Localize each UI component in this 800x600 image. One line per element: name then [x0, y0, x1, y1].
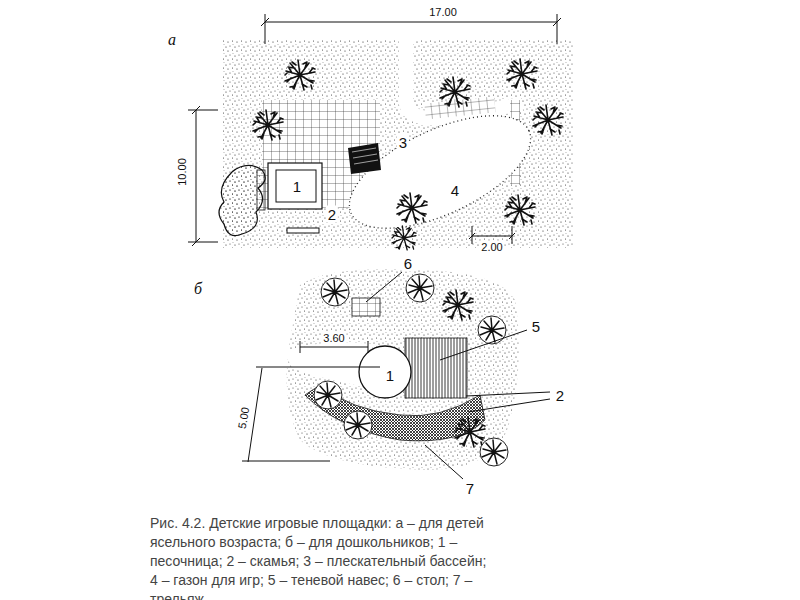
plan-stroke — [466, 392, 550, 412]
callout-number: 7 — [464, 480, 476, 497]
plan-stroke — [285, 60, 315, 90]
bench — [287, 228, 319, 233]
plan-stroke — [352, 148, 378, 164]
plan-stroke — [314, 381, 342, 409]
figure-caption: Рис. 4.2. Детские игровые площадки: а – … — [150, 514, 495, 600]
callout-number: 2 — [326, 206, 338, 223]
dimension-text: 3.60 — [321, 332, 346, 345]
plan-letter: б — [192, 280, 204, 298]
plan-stroke — [253, 110, 283, 140]
plan-b — [242, 269, 550, 479]
dimension-text: 5.00 — [235, 404, 252, 431]
paddling-pool — [348, 143, 381, 174]
plan-stroke — [188, 106, 218, 246]
shade-canopy — [405, 338, 467, 398]
plan-stroke — [507, 59, 537, 89]
plan-stroke — [276, 170, 316, 202]
plan-stroke — [533, 105, 563, 135]
plan-stroke — [261, 14, 561, 44]
shrub — [219, 165, 265, 235]
plan-stroke — [443, 290, 473, 320]
dimension-text: 17.00 — [427, 6, 459, 19]
table — [352, 298, 380, 316]
leader-lines — [242, 272, 550, 479]
dimension-text: 10.00 — [176, 156, 189, 188]
callout-number: 1 — [291, 178, 303, 195]
callout-number: 5 — [530, 318, 542, 335]
callout-number: 1 — [384, 367, 396, 384]
plan-stroke — [321, 278, 349, 306]
plan-stroke — [392, 226, 416, 250]
callout-number: 2 — [554, 387, 566, 404]
plan-stroke — [425, 445, 463, 479]
plan-stroke — [478, 316, 506, 344]
sandbox-square — [268, 163, 322, 209]
plan-a — [188, 14, 573, 251]
plan-stroke — [406, 274, 434, 302]
callout-number: 4 — [449, 182, 461, 199]
sandbox-circle — [359, 346, 411, 398]
plan-stroke — [440, 330, 527, 360]
plan-stroke — [455, 417, 485, 447]
plan-stroke — [505, 195, 535, 225]
plan-stroke — [397, 193, 427, 223]
plan-stroke — [242, 367, 380, 462]
callout-number: 3 — [397, 134, 409, 151]
play-lawn — [333, 93, 546, 252]
callout-number: 6 — [402, 255, 414, 272]
plan-stroke — [440, 77, 470, 107]
dimension-text: 2.00 — [479, 241, 504, 254]
plan-stroke — [366, 272, 402, 302]
dimension-lines — [188, 14, 561, 246]
plan-letter: а — [166, 31, 178, 49]
plan-stroke — [480, 438, 508, 466]
plan-stroke — [344, 411, 372, 439]
